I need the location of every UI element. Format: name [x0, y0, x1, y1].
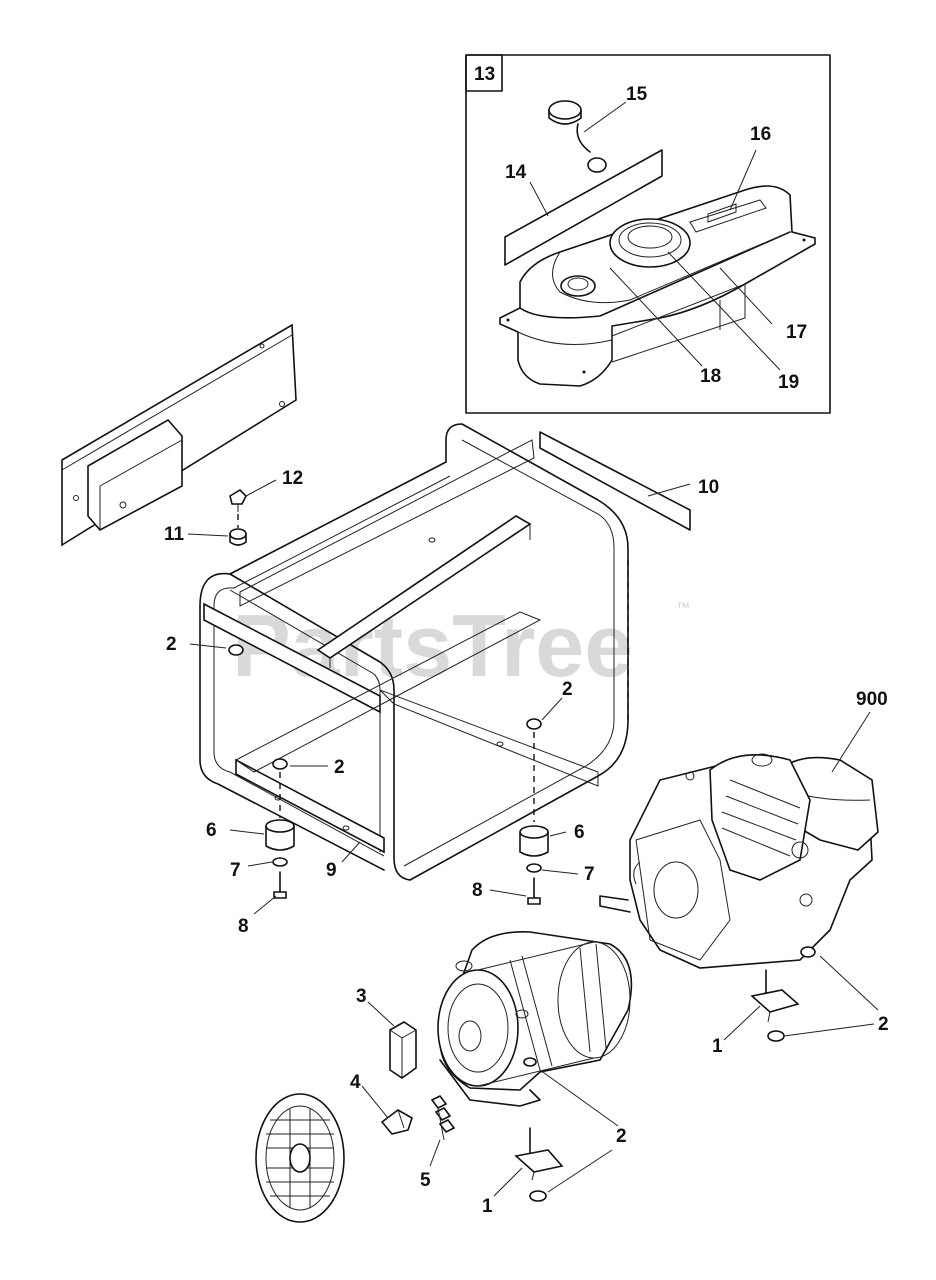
fuel-tank: [499, 185, 816, 387]
part-9-frame: [199, 423, 629, 881]
part-900-engine: [599, 753, 879, 969]
part-7-washer: [272, 857, 288, 867]
part-4-component: [380, 1109, 413, 1135]
part-19-sender-ring: [609, 218, 691, 268]
callout-3: 3: [356, 986, 367, 1007]
callout-6-b: 6: [574, 822, 585, 843]
callout-11: 11: [164, 524, 185, 545]
watermark-text: PartsTree: [232, 596, 633, 695]
callout-16: 16: [750, 124, 771, 145]
callout-5: 5: [420, 1170, 431, 1191]
part-14-decal: [504, 149, 663, 266]
part-5-component: [430, 1094, 456, 1141]
callout-6-a: 6: [206, 820, 217, 841]
part-2-nut: [228, 644, 244, 656]
control-panel: [61, 323, 297, 547]
inset-leaders: [529, 101, 781, 371]
part-11-spacer: [229, 528, 247, 546]
callout-18: 18: [700, 366, 721, 387]
callout-2-d: 2: [878, 1014, 889, 1035]
callout-8-a: 8: [238, 916, 249, 937]
fuel-tank-inset: 13: [465, 54, 831, 414]
callout-9: 9: [326, 860, 337, 881]
callout-14: 14: [505, 162, 527, 183]
inset-label-box: [465, 54, 503, 92]
callout-13: 13: [474, 64, 495, 85]
callout-10: 10: [698, 477, 719, 498]
part-6-isolator: [519, 825, 549, 857]
callout-17: 17: [786, 322, 807, 343]
part-1-mount-bracket: [514, 1127, 564, 1181]
inset-frame: [465, 54, 831, 414]
callout-1-b: 1: [482, 1196, 493, 1217]
part-7-washer: [526, 863, 542, 873]
callout-7-b: 7: [584, 864, 595, 885]
watermark-trademark: ™: [676, 599, 690, 615]
part-1-mount-bracket: [750, 969, 800, 1023]
callout-2-a: 2: [166, 634, 177, 655]
callout-15: 15: [626, 84, 648, 105]
part-2-nut: [272, 758, 288, 770]
callout-2-e: 2: [616, 1126, 627, 1147]
part-8-bolt: [273, 871, 287, 899]
callout-12: 12: [282, 468, 303, 489]
part-6-isolator: [265, 819, 295, 851]
callout-2-b: 2: [334, 757, 345, 778]
callout-2-c: 2: [562, 679, 573, 700]
part-12-bolt: [229, 488, 247, 512]
part-2-nut: [529, 1190, 547, 1202]
part-3-component: [389, 1021, 417, 1079]
alternator: [437, 931, 633, 1107]
part-15-fuel-cap: [548, 100, 607, 173]
part-2-nut: [526, 718, 542, 730]
callout-1-a: 1: [712, 1036, 723, 1057]
callout-4: 4: [350, 1072, 361, 1093]
callout-900: 900: [856, 689, 888, 710]
part-8-bolt: [527, 877, 541, 905]
callout-8-b: 8: [472, 880, 483, 901]
part-10-decal: [539, 431, 691, 531]
callout-7-a: 7: [230, 860, 241, 881]
alternator-end-cover: [255, 1093, 345, 1223]
callout-19: 19: [778, 372, 799, 393]
part-2-nut: [767, 1030, 785, 1042]
watermark: PartsTree ™: [232, 596, 690, 695]
part-2-nut: [800, 946, 816, 958]
